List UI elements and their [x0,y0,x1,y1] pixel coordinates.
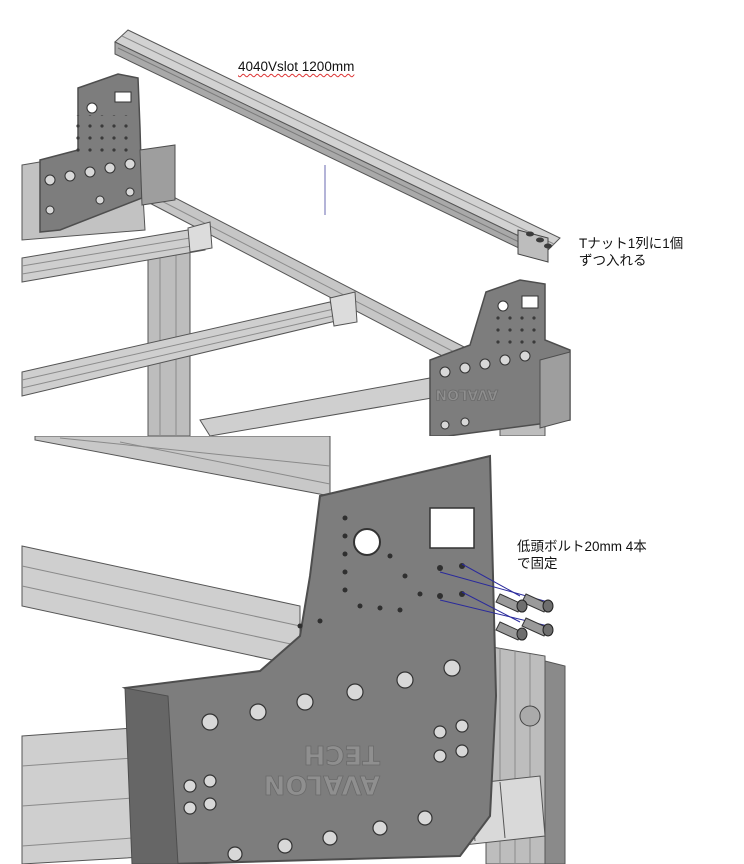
gantry-plate-detail: AVALON TECH [121,454,498,864]
bolt-instruction-line2: で固定 [517,556,558,571]
left-gantry-plate [39,73,176,233]
top-assembly-view: AVALON 4040Vslot 1200mm Tナット1列に1個 ずつ入れる [21,29,683,436]
corner-brackets [187,221,358,327]
bottom-detail-view: AVALON TECH 低頭ボルト20mm 4本 で固定 [0,436,744,864]
top-assembly-drawing: AVALON [21,29,571,436]
vslot-rail-1200mm [114,29,561,263]
plate-logo: AVALON TECH [263,739,380,800]
tnut-instruction-label: Tナット1列に1個 ずつ入れる [579,235,683,269]
low-head-bolts [439,563,554,641]
tnut-instruction-line1: Tナット1列に1個 [579,236,684,251]
bolt-instruction-label: 低頭ボルト20mm 4本 で固定 [517,538,647,572]
plate-logo-small: AVALON [435,386,498,402]
bolt-instruction-line1: 低頭ボルト20mm 4本 [517,539,647,554]
background-extrusions [21,436,331,864]
right-gantry-plate: AVALON [429,279,571,436]
rail-length-label: 4040Vslot 1200mm [238,59,355,74]
bottom-detail-drawing: AVALON TECH [21,436,566,864]
t-nut-group [526,231,552,249]
plate-logo-line1: AVALON [264,769,380,799]
plate-screws [183,659,469,862]
plate-bore [353,528,381,556]
plate-cutout [429,507,475,549]
tnut-instruction-line2: ずつ入れる [579,253,647,268]
plate-logo-line2: TECH [304,739,380,769]
